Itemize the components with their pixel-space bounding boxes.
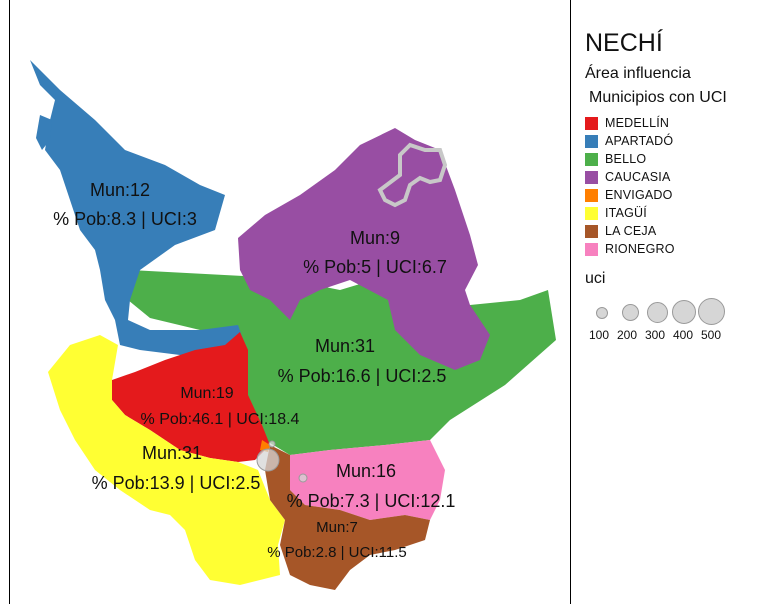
uci-circle-rionegro [298,473,308,483]
size-label: 300 [644,328,666,342]
label-itagui-mun: Mun:31 [142,443,202,463]
legend-item-label: MEDELLÍN [605,116,670,130]
region-apartado[interactable] [30,60,245,360]
legend-item: ENVIGADO [585,186,757,204]
label-medellin-mun: Mun:19 [180,385,233,402]
label-la-ceja-mun: Mun:7 [316,519,358,536]
legend-item: ITAGÜÍ [585,204,757,222]
region-rionegro[interactable] [290,440,445,520]
size-circle-400 [672,300,696,324]
uci-circle-bello [268,440,276,448]
label-la-ceja-stats: % Pob:2.8 | UCI:11.5 [267,544,407,561]
size-circle-300 [647,302,668,323]
size-circle-500 [698,298,725,325]
region-la-ceja[interactable] [265,445,430,590]
legend-item: LA CEJA [585,222,757,240]
legend-title: NECHÍ [585,29,663,57]
legend-item: CAUCASIA [585,168,757,186]
legend-item-label: RIONEGRO [605,242,675,256]
map-legend: NECHÍ Área influencia Municipios con UCI… [585,28,757,342]
legend-item: RIONEGRO [585,240,757,258]
map-svg: Mun:12 % Pob:8.3 | UCI:3 Mun:9 % Pob:5 |… [30,60,556,590]
legend-swatch [585,188,598,202]
map-frame-right [570,0,571,604]
legend-size-title: uci [585,270,606,287]
legend-item-label: CAUCASIA [605,170,671,184]
label-rionegro-stats: % Pob:7.3 | UCI:12.1 [287,491,456,511]
caucasia-boundary-detail [377,142,448,208]
size-label: 100 [588,328,610,342]
region-caucasia[interactable] [238,128,490,370]
label-apartado-mun: Mun:12 [90,180,150,200]
size-circle-200 [622,304,639,321]
label-rionegro-mun: Mun:16 [336,461,396,481]
legend-item: APARTADÓ [585,132,757,150]
label-medellin-stats: % Pob:46.1 | UCI:18.4 [141,411,300,428]
legend-item-label: ITAGÜÍ [605,206,647,220]
legend-swatch [585,152,598,166]
legend-size-circles [585,296,757,326]
size-label: 500 [700,328,722,342]
uci-circle-medellin [256,448,280,472]
legend-subtitle: Área influencia [585,65,691,82]
apartado-coast-detail [36,115,52,150]
legend-size-labels: 100 200 300 400 500 [585,328,757,342]
legend-swatch [585,116,598,130]
label-bello-mun: Mun:31 [315,336,375,356]
label-bello-stats: % Pob:16.6 | UCI:2.5 [278,366,447,386]
legend-swatch [585,170,598,184]
legend-item-label: LA CEJA [605,224,657,238]
legend-item: BELLO [585,150,757,168]
legend-swatch [585,242,598,256]
size-label: 400 [672,328,694,342]
legend-item-label: BELLO [605,152,647,166]
label-caucasia-mun: Mun:9 [350,228,400,248]
legend-item: MEDELLÍN [585,114,757,132]
label-caucasia-stats: % Pob:5 | UCI:6.7 [303,257,447,277]
map-frame-left [9,0,10,604]
legend-item-label: APARTADÓ [605,134,674,148]
label-itagui-stats: % Pob:13.9 | UCI:2.5 [92,473,261,493]
map-panel: Mun:12 % Pob:8.3 | UCI:3 Mun:9 % Pob:5 |… [9,0,571,604]
legend-item-label: ENVIGADO [605,188,673,202]
legend-swatch [585,134,598,148]
region-itagui[interactable] [48,335,285,585]
legend-items: MEDELLÍN APARTADÓ BELLO CAUCASIA ENVIGADO ITA… [585,114,757,258]
region-medellin[interactable] [112,332,270,462]
label-apartado-stats: % Pob:8.3 | UCI:3 [53,209,197,229]
size-circle-100 [596,307,608,319]
size-label: 200 [616,328,638,342]
legend-category-title: Municipios con UCI [589,89,727,106]
legend-swatch [585,224,598,238]
legend-swatch [585,206,598,220]
